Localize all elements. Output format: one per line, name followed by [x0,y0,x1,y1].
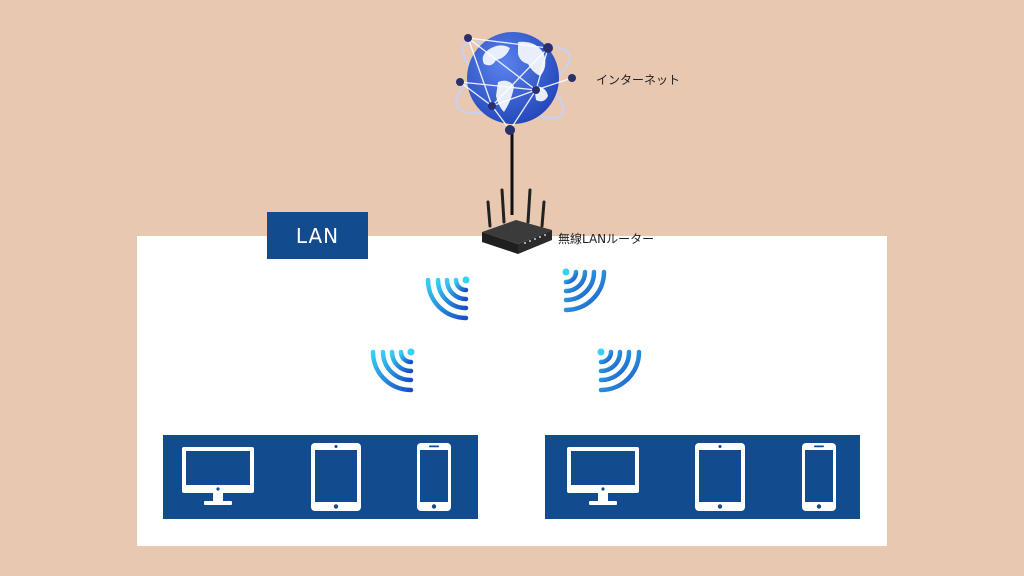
desktop-monitor-icon [182,447,254,505]
globe-network-icon [455,32,576,135]
wifi-signal-icon [563,269,605,311]
wifi-router-icon [482,188,552,254]
device-panel-right [545,435,860,519]
device-panel-left [163,435,478,519]
lan-label: LAN [267,212,368,259]
router-label: 無線LANルーター [558,232,655,246]
wifi-signal-icon [428,277,470,319]
internet-label: インターネット [596,73,681,87]
wifi-signal-icon [373,349,415,391]
desktop-monitor-icon [567,447,639,505]
tablet-icon [311,443,361,511]
smartphone-icon [417,443,451,511]
smartphone-icon [802,443,836,511]
wifi-signal-icon [598,349,640,391]
tablet-icon [695,443,745,511]
